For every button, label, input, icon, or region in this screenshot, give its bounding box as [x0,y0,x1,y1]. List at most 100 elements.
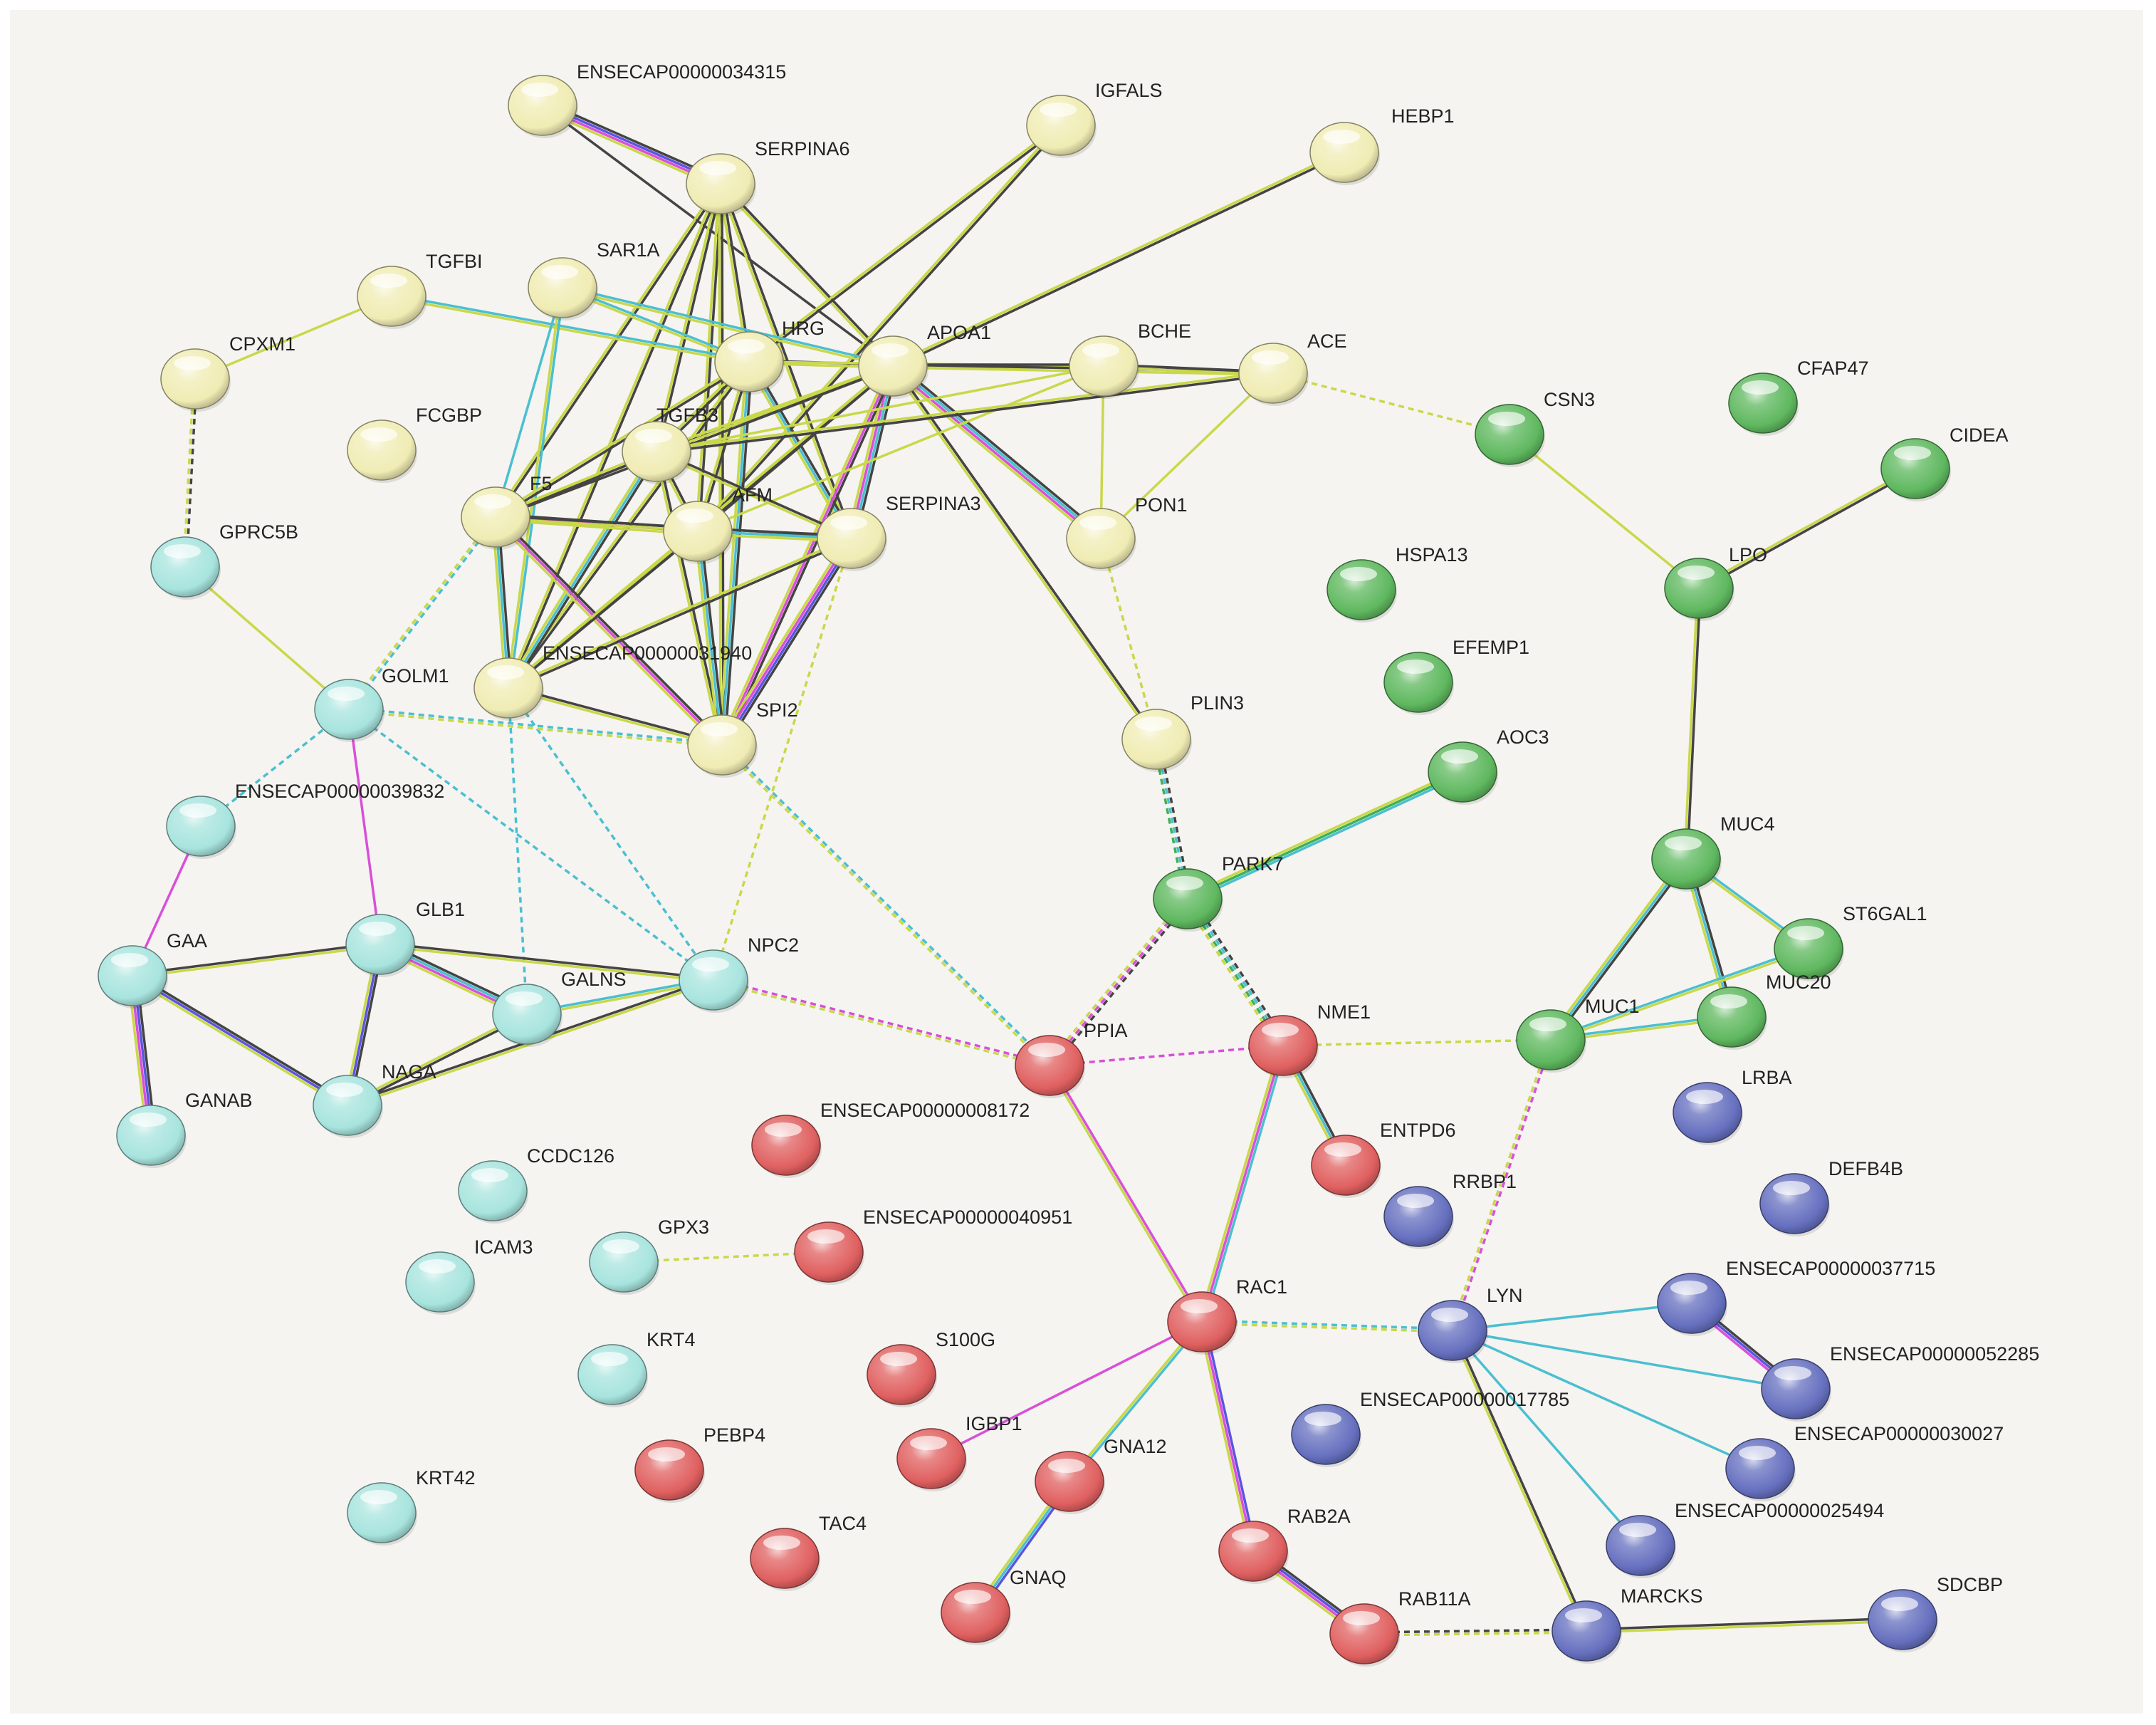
node-glb1[interactable]: GLB1 [345,899,465,977]
node-aoc3[interactable]: AOC3 [1428,726,1549,805]
node-tgfb3[interactable]: TGFB3 [622,405,718,484]
node-icam3[interactable]: ICAM3 [405,1236,533,1315]
node-label: SDCBP [1937,1574,2003,1595]
node-nme1[interactable]: NME1 [1248,1001,1371,1078]
node-tgfbi[interactable]: TGFBI [357,251,483,329]
node-rac1[interactable]: RAC1 [1167,1276,1287,1355]
node-highlight [1739,1446,1776,1460]
node-ace[interactable]: ACE [1238,330,1347,406]
node-highlight [1323,130,1360,144]
edge-muc1-nme1 [1282,1038,1551,1047]
node-apoa1[interactable]: APOA1 [858,322,991,399]
edge-line-black [750,360,855,538]
node-highlight [1166,876,1203,890]
node-serpina6[interactable]: SERPINA6 [686,138,850,217]
node-rab2a[interactable]: RAB2A [1218,1506,1351,1584]
node-st6gal1[interactable]: ST6GAL1 [1774,903,1927,981]
node-ensecap00000037715[interactable]: ENSECAP00000037715 [1657,1258,1935,1336]
node-ensecap00000025494[interactable]: ENSECAP00000025494 [1606,1500,1884,1578]
node-efemp1[interactable]: EFEMP1 [1383,637,1529,715]
node-gna12[interactable]: GNA12 [1035,1436,1167,1514]
edge-f5-spi2 [492,514,726,749]
node-label: ACE [1307,330,1347,352]
node-gaa[interactable]: GAA [98,930,207,1009]
node-golm1[interactable]: GOLM1 [314,665,449,742]
node-marcks[interactable]: MARCKS [1551,1585,1703,1664]
node-igfals[interactable]: IGFALS [1026,80,1163,158]
edge-line-yellow [494,359,749,517]
node-highlight [1529,1017,1566,1031]
edge-rac1-rab2a [1198,1320,1257,1553]
node-f5[interactable]: F5 [461,473,553,550]
node-cpxm1[interactable]: CPXM1 [160,333,295,412]
edge-lyn-ensecap00000025494 [1451,1329,1642,1547]
node-muc20[interactable]: MUC20 [1697,971,1831,1050]
node-csn3[interactable]: CSN3 [1475,389,1595,467]
node-muc1[interactable]: MUC1 [1516,996,1640,1073]
node-gpx3[interactable]: GPX3 [589,1216,709,1295]
node-ensecap00000052285[interactable]: ENSECAP00000052285 [1761,1343,2039,1422]
node-gprc5b[interactable]: GPRC5B [150,521,298,600]
node-ccdc126[interactable]: CCDC126 [458,1145,614,1224]
node-ppia[interactable]: PPIA [1015,1020,1128,1098]
node-ganab[interactable]: GANAB [116,1090,253,1168]
edge-line-black [508,538,853,691]
node-bche[interactable]: BCHE [1069,320,1191,399]
node-cfap47[interactable]: CFAP47 [1728,358,1869,436]
edge-line-cyan [1452,1302,1692,1332]
node-krt4[interactable]: KRT4 [577,1329,696,1407]
node-s100g[interactable]: S100G [867,1329,995,1407]
edge-igfals-hrg [747,123,1063,364]
node-ensecap00000008172[interactable]: ENSECAP00000008172 [751,1100,1030,1178]
node-hebp1[interactable]: HEBP1 [1309,105,1455,185]
edge-park7-ppia [1046,896,1191,1068]
node-ensecap00000017785[interactable]: ENSECAP00000017785 [1291,1389,1569,1467]
node-park7[interactable]: PARK7 [1153,853,1284,932]
edge-line-black [723,362,753,746]
node-plin3[interactable]: PLIN3 [1121,692,1244,772]
edge-line-yellow [1697,466,1915,588]
node-ensecap00000030027[interactable]: ENSECAP00000030027 [1725,1423,2004,1501]
node-spi2[interactable]: SPI2 [687,699,798,778]
node-sdcbp[interactable]: SDCBP [1868,1574,2003,1652]
node-sar1a[interactable]: SAR1A [528,239,660,320]
edge-line-yellow [1683,588,1699,859]
node-gnaq[interactable]: GNAQ [941,1567,1067,1645]
node-hspa13[interactable]: HSPA13 [1326,544,1468,622]
node-hrg[interactable]: HRG [714,318,825,395]
node-fcgbp[interactable]: FCGBP [347,405,482,483]
node-pebp4[interactable]: PEBP4 [634,1424,765,1503]
node-naga[interactable]: NAGA [313,1061,436,1138]
edge-line-black [133,972,350,1105]
node-ensecap00000040951[interactable]: ENSECAP00000040951 [794,1207,1072,1285]
node-ensecap00000039832[interactable]: ENSECAP00000039832 [166,781,444,859]
node-ensecap00000034315[interactable]: ENSECAP00000034315 [508,61,786,138]
edge-line-yellow [1047,1065,1202,1323]
node-tac4[interactable]: TAC4 [750,1513,867,1591]
node-lyn[interactable]: LYN [1418,1285,1523,1363]
node-highlight [164,544,201,558]
node-cidea[interactable]: CIDEA [1880,424,2009,501]
node-igbp1[interactable]: IGBP1 [896,1413,1022,1491]
node-muc4[interactable]: MUC4 [1651,813,1775,892]
node-lrba[interactable]: LRBA [1673,1067,1792,1145]
node-krt42[interactable]: KRT42 [347,1467,476,1546]
node-highlight [880,1352,917,1366]
edge-line-cyan [893,364,1103,538]
edge-rab11a-marcks [1364,1628,1587,1637]
node-serpina3[interactable]: SERPINA3 [817,493,981,571]
edge-line-green [1187,771,1463,900]
node-npc2[interactable]: NPC2 [679,934,799,1013]
node-defb4b[interactable]: DEFB4B [1759,1158,1903,1236]
node-lpo[interactable]: LPO [1664,544,1767,621]
node-pon1[interactable]: PON1 [1066,494,1188,571]
node-rrbp1[interactable]: RRBP1 [1383,1171,1517,1249]
node-rab11a[interactable]: RAB11A [1329,1588,1471,1667]
node-ensecap00000031940[interactable]: ENSECAP00000031940 [473,642,752,721]
edge-line-yellow [1272,372,1510,436]
edge-line-cyan [1203,1046,1287,1323]
node-highlight [111,953,148,967]
node-afm[interactable]: AFM [663,484,773,564]
node-galns[interactable]: GALNS [492,969,627,1047]
node-entpd6[interactable]: ENTPD6 [1311,1120,1456,1198]
